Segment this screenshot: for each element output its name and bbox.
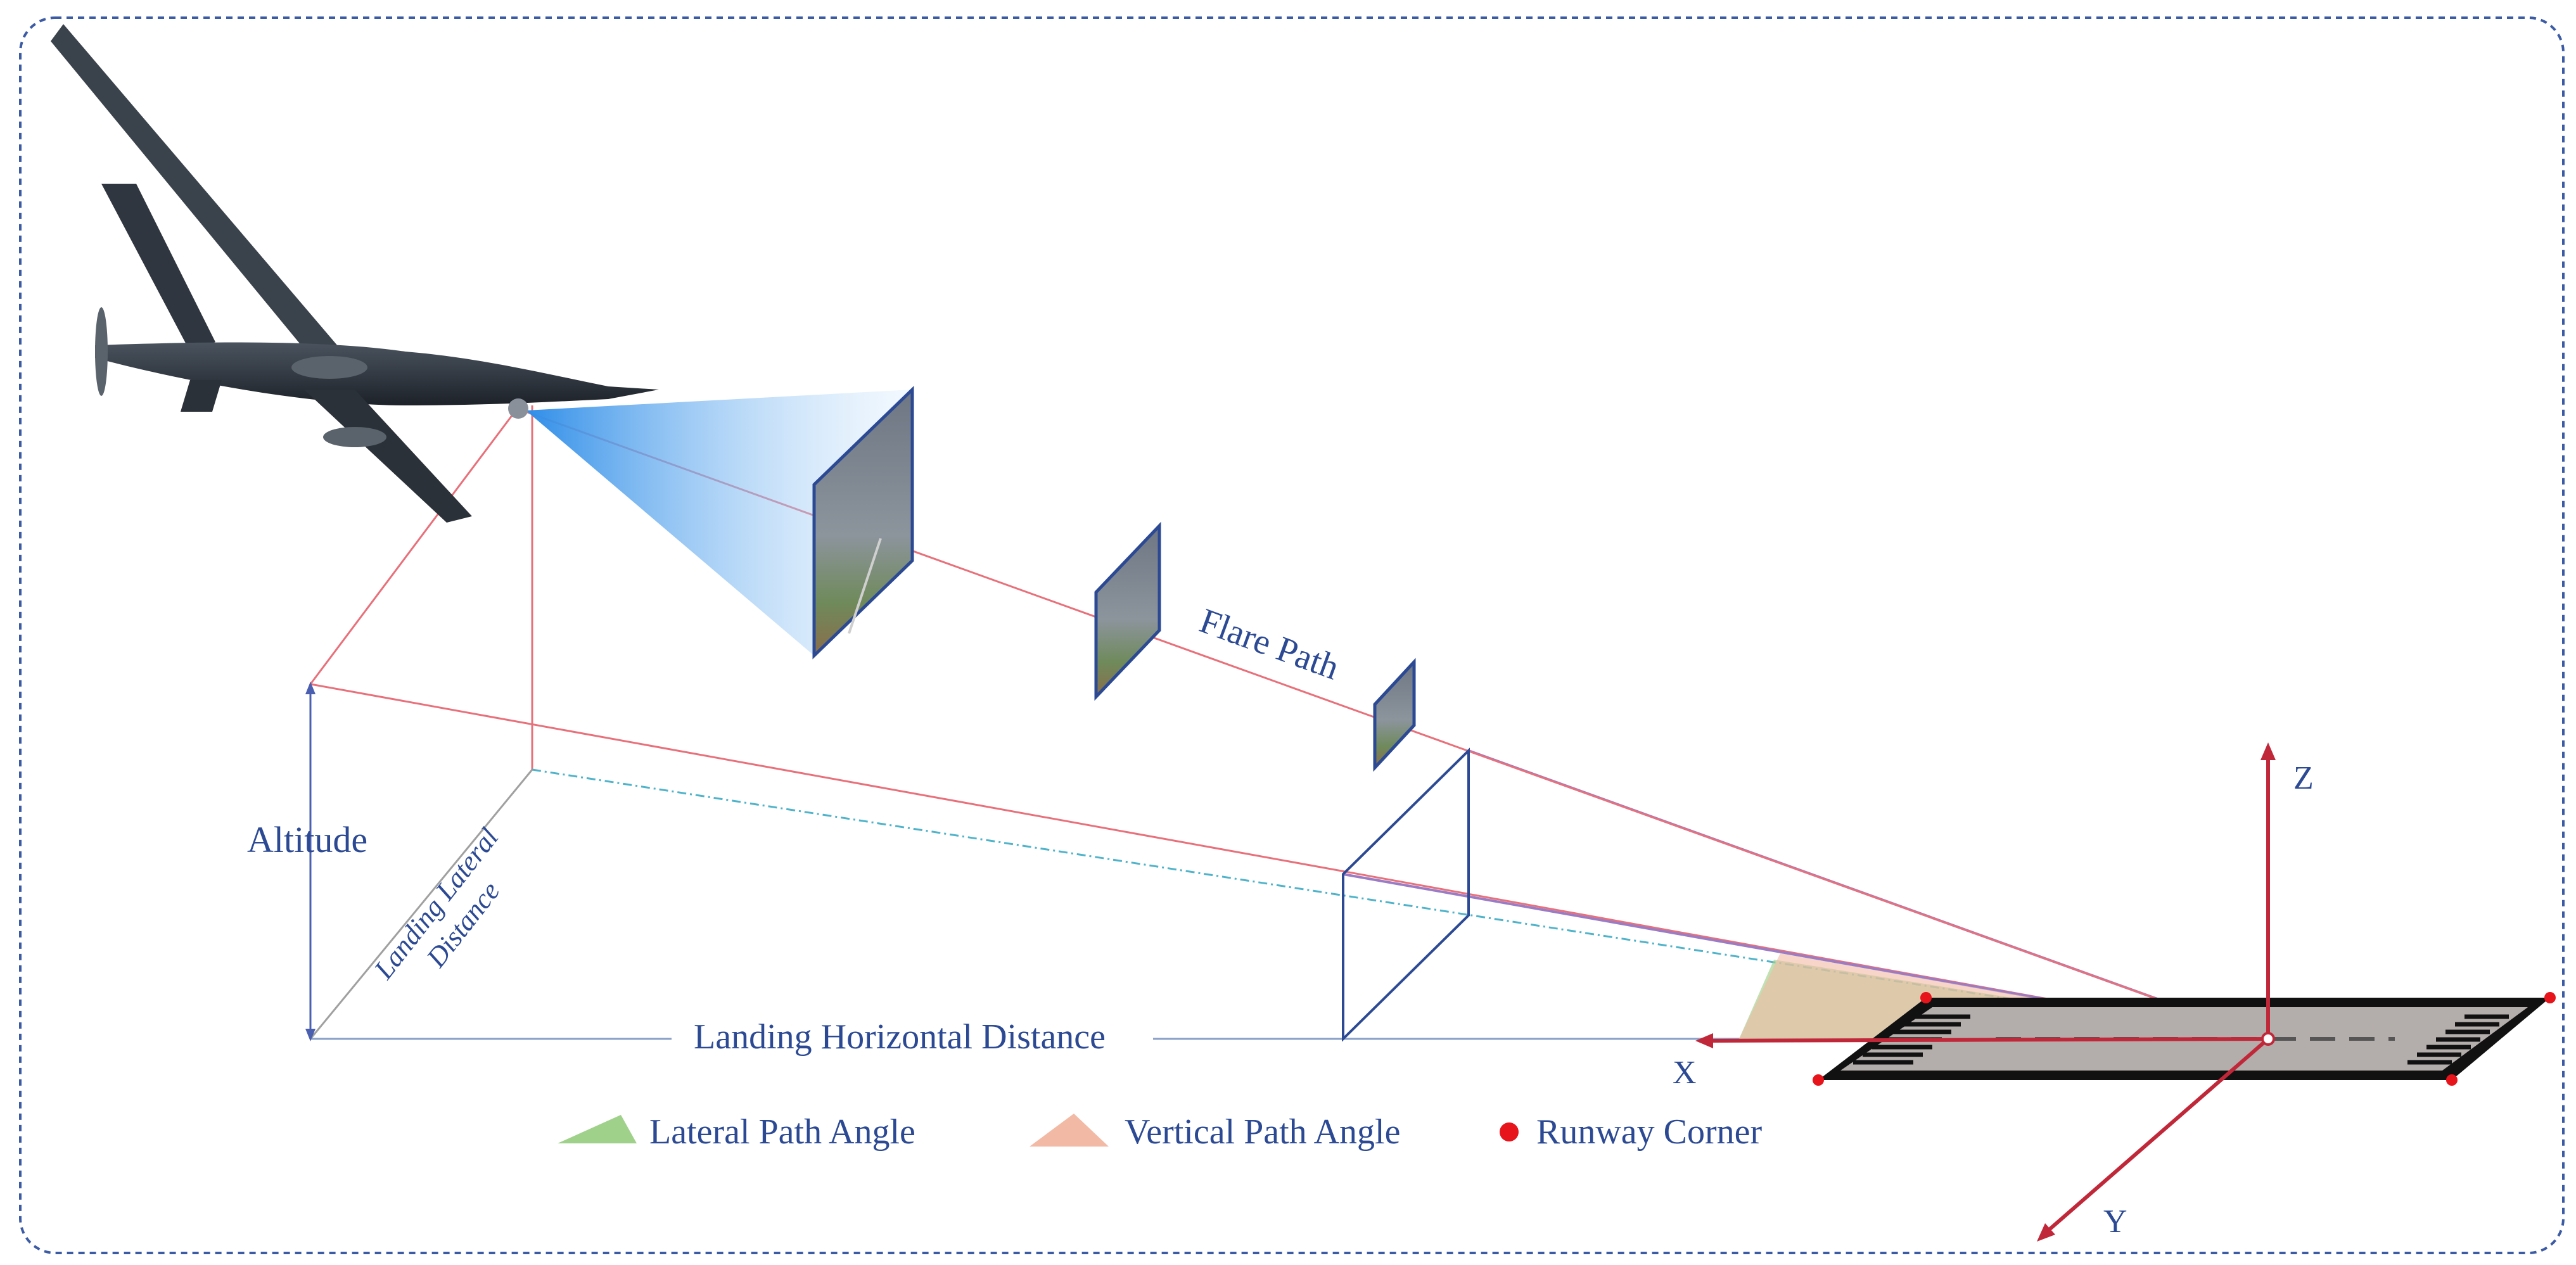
runway-corner-markers: [1813, 992, 2556, 1086]
legend-vertical-swatch: [1030, 1114, 1109, 1147]
legend-corner-swatch: [1500, 1122, 1519, 1141]
legend: Lateral Path Angle Vertical Path Angle R…: [558, 1112, 1763, 1152]
axis-x-label: X: [1673, 1055, 1697, 1091]
axis-y-label: Y: [2103, 1204, 2127, 1240]
axis-z-label: Z: [2293, 760, 2314, 796]
flare-path-label: Flare Path: [1195, 601, 1344, 687]
image-frame-small: [1373, 658, 1416, 772]
coordinate-axes: [1695, 742, 2276, 1242]
legend-corner-label: Runway Corner: [1536, 1112, 1763, 1152]
altitude-label: Altitude: [247, 819, 367, 860]
diagram-border: [19, 16, 2565, 1254]
uav-aircraft-icon: [51, 24, 659, 523]
image-frame-large: [812, 386, 914, 659]
legend-lateral-swatch: [558, 1115, 637, 1143]
image-frame-medium: [1094, 521, 1161, 701]
landing-horizontal-distance-label: Landing Horizontal Distance: [694, 1017, 1106, 1057]
legend-lateral-label: Lateral Path Angle: [649, 1112, 915, 1152]
altitude-arrow: [305, 682, 316, 1041]
legend-vertical-label: Vertical Path Angle: [1125, 1112, 1400, 1152]
ground-frame: [1342, 747, 1470, 1042]
